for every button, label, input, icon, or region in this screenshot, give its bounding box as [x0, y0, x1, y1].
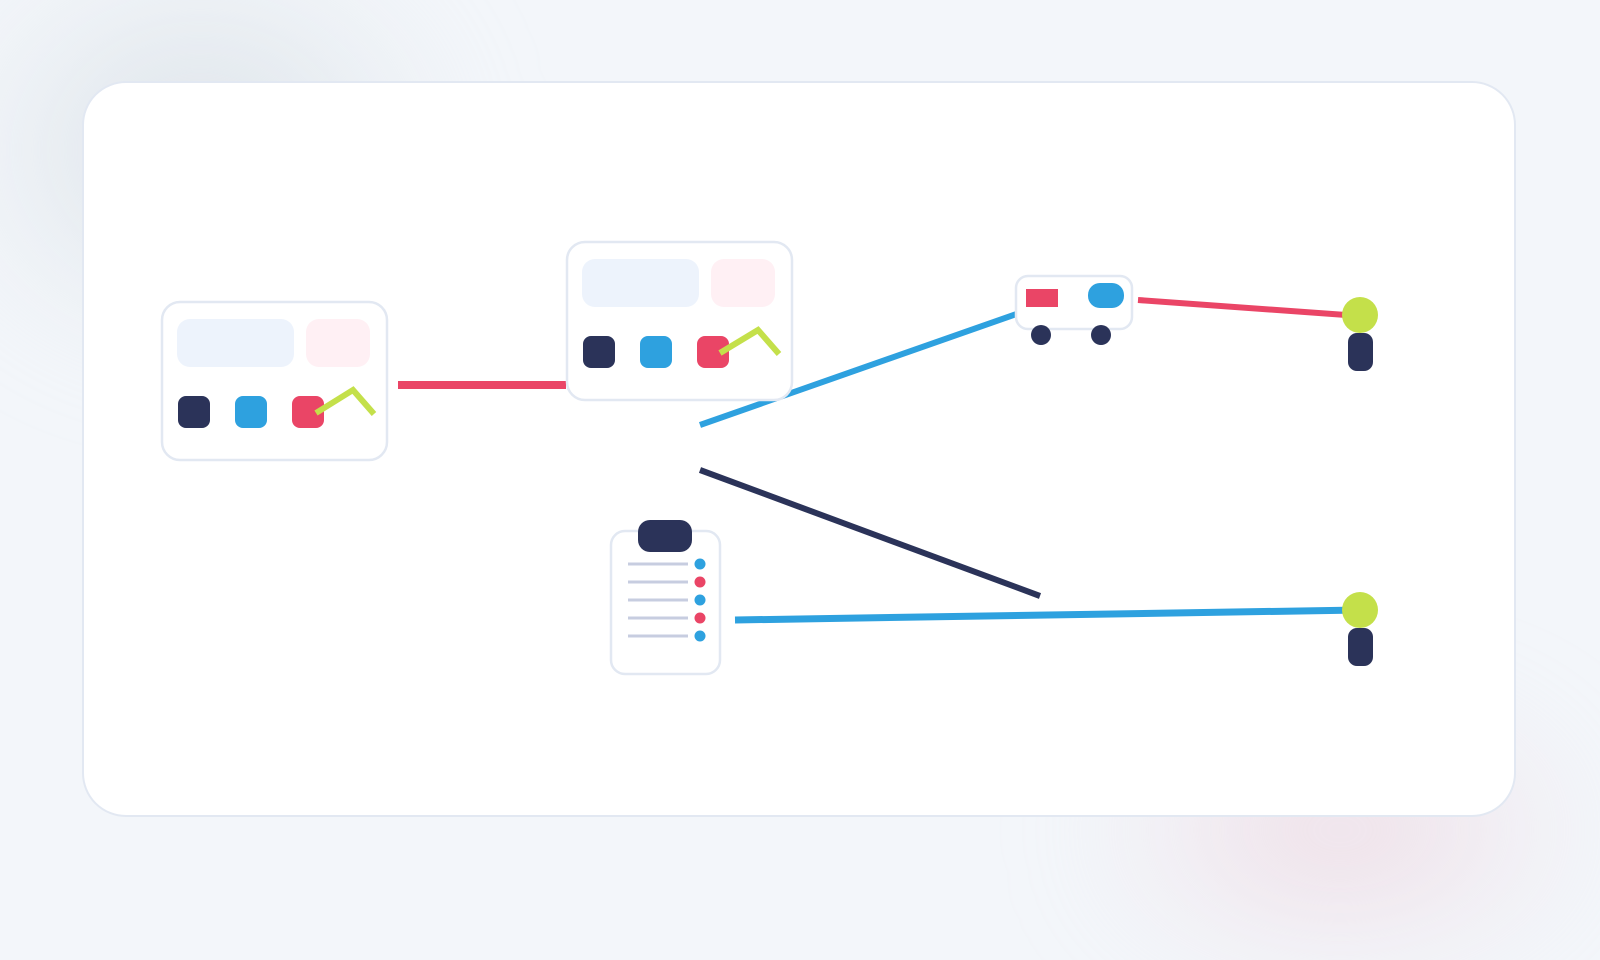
status-square-blue [235, 396, 267, 428]
person-icon [1348, 333, 1373, 371]
flow-diagram [160, 240, 1378, 676]
header-block [177, 319, 294, 367]
delivery-vehicle [1014, 274, 1134, 345]
dashboard-card-center [565, 240, 794, 402]
truck-cargo-block [1026, 289, 1058, 307]
clipboard-clip [638, 520, 692, 552]
person-icon [1348, 628, 1373, 666]
list-bullet-blue [694, 630, 706, 642]
person-head [1342, 297, 1378, 333]
header-block-accent [306, 319, 370, 367]
truck-wheel-back [1091, 325, 1111, 345]
status-square-navy [583, 336, 615, 368]
clipboard-checklist [609, 520, 722, 676]
trend-line-icon [718, 326, 782, 356]
truck-window [1088, 283, 1124, 308]
status-square-navy [178, 396, 210, 428]
dashboard-card-left [160, 300, 389, 462]
checklist-rows [628, 562, 688, 638]
list-bullet-red [694, 612, 706, 624]
status-square-blue [640, 336, 672, 368]
connector-clipboard-to-person-bottom [734, 606, 1361, 624]
person-top [1342, 297, 1378, 371]
status-square-red [697, 336, 729, 368]
person-bottom [1342, 592, 1378, 666]
person-head [1342, 592, 1378, 628]
trend-line-icon [314, 386, 377, 416]
status-square-red [292, 396, 324, 428]
list-bullet-red [694, 576, 706, 588]
header-block [582, 259, 699, 307]
connector-vehicle-to-person-top [1137, 297, 1361, 319]
connectors [398, 297, 1361, 624]
connector-center-to-vehicle [699, 301, 1046, 428]
truck-wheel-front [1031, 325, 1051, 345]
list-bullet-blue [694, 594, 706, 606]
header-block-accent [711, 259, 775, 307]
list-bullet-blue [694, 558, 706, 570]
connector-center-to-clipboard [698, 467, 1042, 599]
